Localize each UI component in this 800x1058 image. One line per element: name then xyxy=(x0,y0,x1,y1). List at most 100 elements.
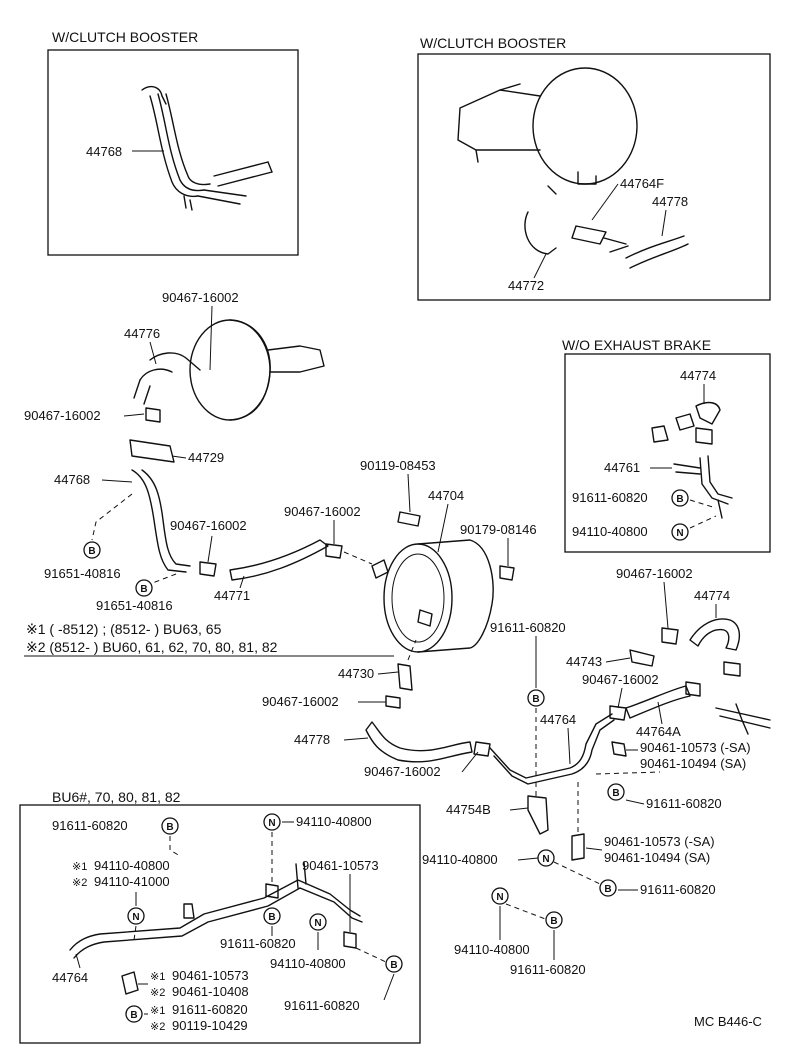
svg-text:N: N xyxy=(676,528,683,539)
svg-text:B: B xyxy=(88,546,95,557)
svg-text:B: B xyxy=(390,960,397,971)
dash-wo-nut xyxy=(689,515,717,529)
label-94110-40800-a: 94110-40800 xyxy=(422,852,498,867)
label-90467-16002-f: 90467-16002 xyxy=(262,694,339,709)
label-90461-10494-b: 90461-10494 (SA) xyxy=(604,850,710,865)
leader-44764A xyxy=(657,701,663,725)
leader-90461-b xyxy=(585,847,603,851)
mark-2-b: ※2 xyxy=(150,987,165,999)
label-bu-91611-60820-c: 91611-60820 xyxy=(172,1002,248,1017)
leader-44771 xyxy=(239,575,245,589)
bracket-44754B xyxy=(527,795,549,835)
mark-2-c: ※2 xyxy=(150,1021,165,1033)
dash-tank-bolt xyxy=(343,551,373,565)
heading-bu6-group: BU6#, 70, 80, 81, 82 xyxy=(52,789,181,805)
label-bu-91611-60820-a: 91611-60820 xyxy=(52,818,128,833)
hose-44764A xyxy=(625,685,691,719)
leader-44730 xyxy=(377,671,399,675)
mark-1-c: ※1 xyxy=(150,1005,165,1017)
label-44764A: 44764A xyxy=(636,724,681,739)
clamp-90467-h xyxy=(609,705,627,721)
heading-clutch-booster-right: W/CLUTCH BOOSTER xyxy=(420,35,566,51)
label-bu-90119-10429: 90119-10429 xyxy=(172,1018,248,1033)
label-44774: 44774 xyxy=(694,588,730,603)
leader-bu-91611-d xyxy=(383,973,395,1001)
label-44764F: 44764F xyxy=(620,176,664,191)
label-44778-inset: 44778 xyxy=(652,194,688,209)
dash-90461-a xyxy=(595,771,661,775)
clamp-90467-g xyxy=(473,741,491,757)
clamp-90467-e xyxy=(661,627,679,645)
svg-text:B: B xyxy=(550,916,557,927)
svg-text:N: N xyxy=(542,854,549,865)
exhaust-brake-inset-drawing xyxy=(651,401,733,519)
leader-44754B xyxy=(509,807,529,811)
bolt-symbol-bu-91611-d: B xyxy=(385,955,403,973)
inset-box-wo-exhaust-brake xyxy=(564,353,771,553)
label-bu-44764: 44764 xyxy=(52,970,88,985)
vacuum-tank-44704-drawing xyxy=(371,539,494,653)
leader-91611-60820-b xyxy=(625,799,645,805)
label-91611-60820-a: 91611-60820 xyxy=(490,620,566,635)
nut-symbol-94110-b: N xyxy=(491,887,509,905)
svg-text:B: B xyxy=(130,1010,137,1021)
label-90461-10573-b: 90461-10573 (-SA) xyxy=(604,834,715,849)
label-90119-08453: 90119-08453 xyxy=(360,458,436,473)
svg-text:N: N xyxy=(268,818,275,829)
svg-text:B: B xyxy=(166,822,173,833)
bolt-symbol-91651-a: B xyxy=(83,541,101,559)
label-bu-91611-60820-d: 91611-60820 xyxy=(284,998,360,1013)
nut-symbol-94110-a: N xyxy=(537,849,555,867)
dash-94110-a xyxy=(553,861,601,885)
label-90467-16002-g: 90467-16002 xyxy=(364,764,441,779)
label-44768-inset: 44768 xyxy=(86,144,122,159)
dash-44730 xyxy=(407,639,417,661)
inset-box-clutch-booster-left xyxy=(47,49,299,256)
mark-2-a: ※2 xyxy=(72,877,87,889)
clamp-90467-d xyxy=(325,543,343,559)
label-90467-16002-d: 90467-16002 xyxy=(284,504,361,519)
svg-text:B: B xyxy=(532,694,539,705)
label-90461-10494-a: 90461-10494 (SA) xyxy=(640,756,746,771)
label-90467-16002-e: 90467-16002 xyxy=(616,566,693,581)
figure-code: MC B446-C xyxy=(694,1014,762,1029)
label-bu-94110-40800-a: 94110-40800 xyxy=(296,814,372,829)
leader-44764F xyxy=(591,183,619,221)
hose-44778 xyxy=(365,721,473,763)
check-valve-44730 xyxy=(397,663,413,691)
label-bu-90461-10573-a: 90461-10573 xyxy=(302,858,379,873)
bu6-pipe-drawing xyxy=(69,861,363,995)
svg-text:B: B xyxy=(612,788,619,799)
svg-text:N: N xyxy=(132,912,139,923)
svg-text:B: B xyxy=(268,912,275,923)
clamp-90461-b xyxy=(571,833,585,861)
bolt-90119-08453 xyxy=(397,511,421,527)
label-44730: 44730 xyxy=(338,666,374,681)
label-44778: 44778 xyxy=(294,732,330,747)
label-91611-60820-wo: 91611-60820 xyxy=(572,490,648,505)
svg-text:B: B xyxy=(140,584,147,595)
leader-44778 xyxy=(343,737,369,741)
clamp-90467-b xyxy=(145,407,161,423)
clamp-90461-a xyxy=(611,741,627,757)
nut-symbol-bu-94110-b: N xyxy=(127,907,145,925)
label-44754B: 44754B xyxy=(446,802,491,817)
leader-44729 xyxy=(171,455,187,459)
label-91611-60820-b: 91611-60820 xyxy=(646,796,722,811)
clip-44743 xyxy=(629,649,655,667)
bolt-symbol-91611-d: B xyxy=(545,911,563,929)
svg-text:N: N xyxy=(496,892,503,903)
bolt-symbol-91611-wo: B xyxy=(671,489,689,507)
label-91651-40816-a: 91651-40816 xyxy=(44,566,121,581)
label-44729: 44729 xyxy=(188,450,224,465)
mark-1-b: ※1 xyxy=(150,971,165,983)
leader-90467-16002-h xyxy=(617,687,623,709)
tube-44768-inset-drawing xyxy=(141,85,273,211)
label-bu-94110-41000: 94110-41000 xyxy=(94,874,170,889)
svg-text:B: B xyxy=(676,494,683,505)
label-90467-16002-h: 90467-16002 xyxy=(582,672,659,687)
label-91611-60820-c: 91611-60820 xyxy=(640,882,716,897)
leader-90467-16002-g xyxy=(461,751,479,773)
label-90467-16002-c: 90467-16002 xyxy=(170,518,247,533)
bolt-symbol-91611-c: B xyxy=(599,879,617,897)
